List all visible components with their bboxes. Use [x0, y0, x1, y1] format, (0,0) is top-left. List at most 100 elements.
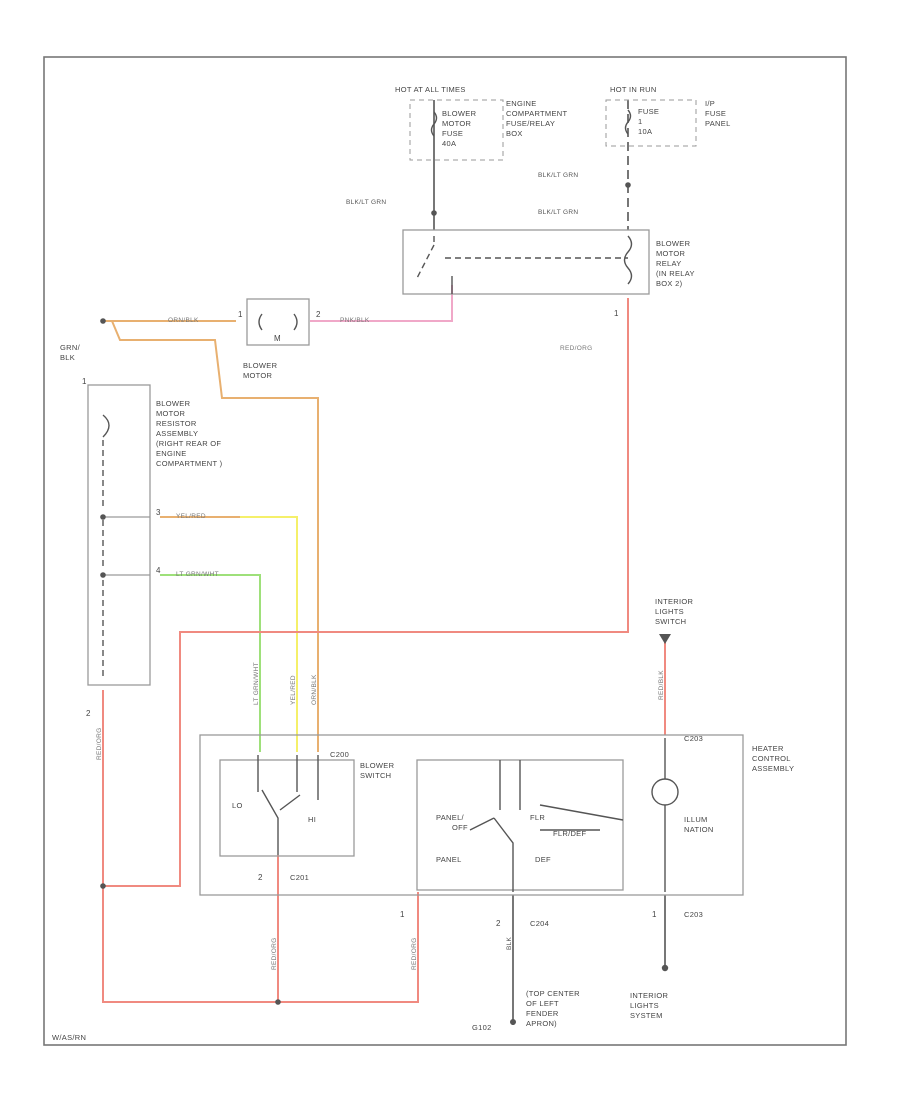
label-hot-run: HOT IN RUN: [610, 85, 657, 94]
wire-label-red-org: RED/ORG: [560, 345, 592, 352]
relay-label-5: BOX 2): [656, 279, 683, 288]
wire-label-red-org-v3: RED/ORG: [411, 938, 418, 970]
fuse-blower-label-2: MOTOR: [442, 119, 472, 128]
blower-switch-label-2: SWITCH: [360, 771, 391, 780]
resistor-pin-3: 3: [156, 508, 161, 517]
wire-label-blk-lt-grn-1: BLK/LT GRN: [346, 199, 386, 206]
ecfrb-label-1: ENGINE: [506, 99, 537, 108]
wire-label-pnk-blk: PNK/BLK: [340, 317, 370, 324]
il-switch-label-2: LIGHTS: [655, 607, 684, 616]
wire-lt-grn-wht: [160, 574, 261, 752]
wire-labels: BLK/LT GRN BLK/LT GRN BLK/LT GRN ORN/BLK…: [96, 172, 665, 970]
resistor-pin-2: 2: [86, 709, 91, 718]
flr-label: FLR: [530, 813, 545, 822]
blower-switch-contacts: [257, 755, 319, 855]
top-center-label-1: (TOP CENTER: [526, 989, 580, 998]
fuse-10a-symbol: [624, 109, 632, 135]
ecfrb-label-3: FUSE/RELAY: [506, 119, 555, 128]
il-switch-label-3: SWITCH: [655, 617, 686, 626]
relay-label-2: MOTOR: [656, 249, 686, 258]
relay-coil: [623, 235, 633, 285]
heater-control-box: [199, 734, 744, 896]
wire-red-org-relay: [103, 298, 629, 887]
resistor-label-5: (RIGHT REAR OF: [156, 439, 221, 448]
hca-label-3: ASSEMBLY: [752, 764, 794, 773]
il-sys-label-3: SYSTEM: [630, 1011, 663, 1020]
wire-label-orn-blk: ORN/BLK: [168, 317, 199, 324]
resistor-label-2: MOTOR: [156, 409, 186, 418]
relay-contact: [415, 236, 628, 281]
ground-wire-label-1: GRN/: [60, 343, 81, 352]
panel-off-label-1: PANEL/: [436, 813, 465, 822]
connector-top-label: C200: [330, 750, 349, 759]
wire-orn-blk-down: [111, 320, 319, 752]
ip-panel-label-1: I/P: [705, 99, 715, 108]
wire-pnk-blk: [310, 285, 453, 322]
blower-motor-symbol: [258, 313, 298, 331]
hca-label-1: HEATER: [752, 744, 784, 753]
switch-lo-label: LO: [232, 801, 243, 810]
illum-label-2: NATION: [684, 825, 714, 834]
engine-fuse-box: [409, 99, 504, 161]
ip-panel-label-2: FUSE: [705, 109, 726, 118]
ip-panel-label-3: PANEL: [705, 119, 731, 128]
fuse-ip-label-1: FUSE: [638, 107, 659, 116]
fuse-ip-label-3: 10A: [638, 127, 652, 136]
relay-label-4: (IN RELAY: [656, 269, 695, 278]
panel-off-label-2: OFF: [452, 823, 468, 832]
wire-label-lt-grn-wht-v: LT GRN/WHT: [253, 662, 260, 705]
fuse-blower-label-1: BLOWER: [442, 109, 477, 118]
blower-switch-label-1: BLOWER: [360, 761, 395, 770]
interior-lights-arrow: [659, 634, 671, 644]
fuse-40a-symbol: [430, 111, 438, 137]
wire-label-lt-grn-wht: LT GRN/WHT: [176, 571, 219, 578]
top-center-label-4: APRON): [526, 1019, 557, 1028]
blower-motor-m: M: [274, 334, 281, 343]
ecfrb-label-2: COMPARTMENT: [506, 109, 567, 118]
fuse-blower-label-3: FUSE: [442, 129, 463, 138]
c201-label: C201: [290, 873, 309, 882]
pin-2b: 2: [496, 919, 501, 928]
fuse-ip-label-2: 1: [638, 117, 642, 126]
relay-label-3: RELAY: [656, 259, 682, 268]
label-hot-always: HOT AT ALL TIMES: [395, 85, 466, 94]
splice-dots: [100, 182, 669, 1025]
connector-right-label: C203: [684, 734, 703, 743]
c203b-label: C203: [684, 910, 703, 919]
resistor-pin-1: 1: [82, 377, 87, 386]
resistor-assembly-box: [87, 384, 151, 686]
pin-2a: 2: [258, 873, 263, 882]
resistor-thermal-fuse: [102, 414, 110, 438]
wire-label-blk-lt-grn-2: BLK/LT GRN: [538, 172, 578, 179]
il-sys-label-2: LIGHTS: [630, 1001, 659, 1010]
resistor-pin-4: 4: [156, 566, 161, 575]
watermark: W/AS/RN: [52, 1033, 86, 1042]
wire-label-blk-ground: BLK: [506, 936, 513, 950]
relay-label-1: BLOWER: [656, 239, 691, 248]
il-sys-label-1: INTERIOR: [630, 991, 669, 1000]
blower-motor-pin2: 2: [316, 310, 321, 319]
top-center-label-3: FENDER: [526, 1009, 559, 1018]
wire-label-red-blk-v: RED/BLK: [658, 670, 665, 700]
panel-label: PANEL: [436, 855, 462, 864]
wire-label-blk-lt-grn-3: BLK/LT GRN: [538, 209, 578, 216]
wire-label-red-org-v1: RED/ORG: [96, 728, 103, 760]
blower-motor-pin1: 1: [238, 310, 243, 319]
hca-label-2: CONTROL: [752, 754, 791, 763]
def-label: DEF: [535, 855, 551, 864]
il-switch-label-1: INTERIOR: [655, 597, 694, 606]
wire-label-yel-red: YEL/RED: [176, 513, 206, 520]
wire-red-org-left: [102, 690, 419, 1003]
wire-label-red-org-v2: RED/ORG: [271, 938, 278, 970]
resistor-label-3: RESISTOR: [156, 419, 197, 428]
illumination-bulb: [651, 778, 679, 806]
resistor-label-1: BLOWER: [156, 399, 191, 408]
resistor-taps: [103, 516, 150, 576]
component-labels: HOT AT ALL TIMES HOT IN RUN BLOWER MOTOR…: [52, 85, 794, 1042]
relay-pin-label: 1: [614, 309, 619, 318]
pin-1b: 1: [652, 910, 657, 919]
mode-switch-contacts: [469, 760, 624, 892]
blower-motor-label-1: BLOWER: [243, 361, 278, 370]
ground-wire-label-2: BLK: [60, 353, 75, 362]
